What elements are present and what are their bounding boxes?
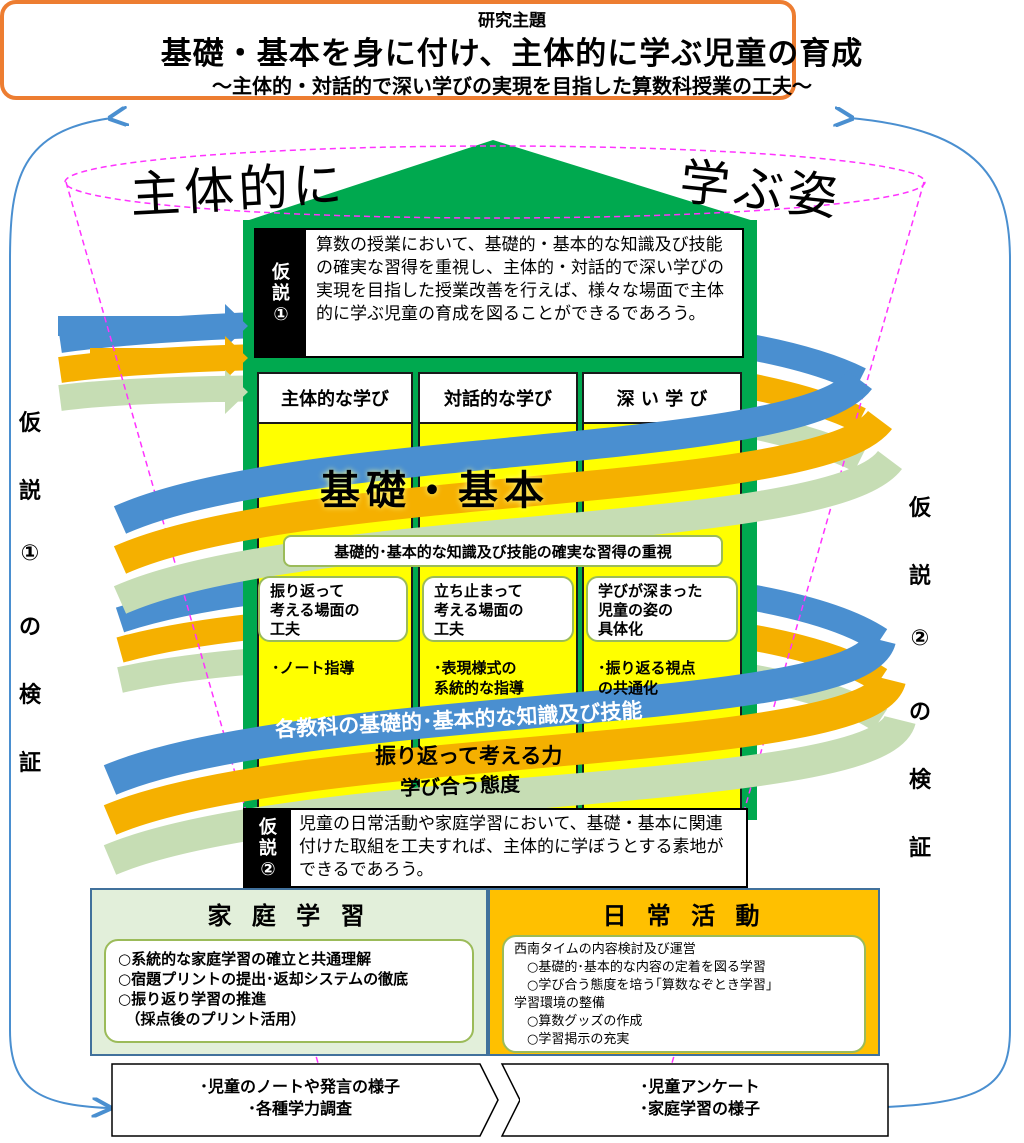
- house-roof: [243, 140, 757, 222]
- daily-activity-item: ○基礎的･基本的な内容の定着を図る学習: [514, 960, 766, 975]
- emphasis-banner: 基礎的･基本的な知識及び技能の確実な習得の重視: [283, 535, 723, 567]
- point-2-box: 立ち止まって 考える場面の 工夫: [422, 576, 574, 642]
- point-3-bullet: ･振り返る視点 の共通化: [598, 659, 696, 697]
- bottom-left-text: ･児童のノートや発言の様子･各種学力調査: [120, 1076, 480, 1120]
- point-1-bullet: ･ノート指導: [272, 659, 355, 677]
- entry-arrow-green: [120, 370, 248, 414]
- daily-activity-item: 学習環境の整備: [514, 996, 606, 1011]
- daily-activity-panel: 日 常 活 動 西南タイムの内容検討及び運営 ○基礎的･基本的な内容の定着を図る…: [488, 888, 880, 1056]
- ribbon-blue-front-1: [113, 369, 872, 534]
- column-2-header: 対話的な学び: [418, 372, 578, 424]
- daily-activity-item: 西南タイムの内容検討及び運営: [514, 942, 696, 957]
- ribbon-orange-front-1: [113, 409, 892, 574]
- ribbon-green-front-2: [103, 713, 916, 875]
- column-3-header: 深 い 学 び: [582, 372, 742, 424]
- daily-activity-item: ○学習掲示の充実: [514, 1032, 630, 1047]
- column-1-header: 主体的な学び: [257, 372, 413, 424]
- home-study-list: ○系統的な家庭学習の確立と共通理解 ○宿題プリントの提出･返却システムの徹底 ○…: [104, 939, 474, 1043]
- home-study-item: （採点後のプリント活用）: [118, 1010, 306, 1028]
- theme-box: 研究主題 基礎・基本を身に付け、主体的に学ぶ児童の育成 ～主体的・対話的で深い学…: [0, 0, 862, 100]
- point-2-bullet: ･表現様式の 系統的な指導: [434, 659, 525, 697]
- ribbon-label-orange: 振り返って考える力: [375, 744, 563, 768]
- home-study-title: 家 庭 学 習: [207, 902, 371, 930]
- ribbon-blue-front-2: [103, 633, 896, 795]
- ribbon-green-front-1: [113, 449, 902, 614]
- daily-activity-list: 西南タイムの内容検討及び運営 ○基礎的･基本的な内容の定着を図る学習 ○学び合う…: [502, 935, 866, 1053]
- bottom-right-text: ･児童アンケート･家庭学習の様子: [520, 1076, 880, 1120]
- theme-subtitle: ～主体的・対話的で深い学びの実現を目指した算数科授業の工夫～: [212, 74, 812, 98]
- point-1-box: 振り返って 考える場面の 工夫: [258, 576, 408, 642]
- daily-activity-item: ○学び合う態度を培う｢算数なぞとき学習｣: [514, 978, 773, 993]
- ribbon-orange-front-2: [103, 673, 906, 835]
- hypothesis-2-text: 児童の日常活動や家庭学習において、基礎・基本に関連付けた取組を工夫すれば、主体的…: [299, 814, 724, 880]
- daily-activity-title: 日 常 活 動: [602, 902, 766, 930]
- entry-arrow-blue: [58, 304, 248, 348]
- home-study-panel: 家 庭 学 習 ○系統的な家庭学習の確立と共通理解 ○宿題プリントの提出･返却シ…: [90, 888, 488, 1056]
- ribbon-label-green: 学び合う態度: [399, 771, 521, 801]
- point-3-box: 学びが深まった 児童の姿の 具体化: [586, 576, 738, 642]
- right-cycle-arrow: [850, 118, 1011, 1108]
- band-title: 基礎・基本: [320, 468, 550, 514]
- theme-title: 基礎・基本を身に付け、主体的に学ぶ児童の育成: [160, 36, 864, 72]
- funnel-ellipse: [64, 145, 926, 219]
- home-study-item: ○系統的な家庭学習の確立と共通理解: [118, 950, 372, 968]
- left-cycle-arrow: [9, 118, 112, 1108]
- hypothesis-1-text: 算数の授業において、基礎的・基本的な知識及び技能の確実な習得を重視し、主体的・対…: [316, 235, 724, 324]
- daily-activity-item: ○算数グッズの作成: [514, 1014, 643, 1029]
- home-study-item: ○振り返り学習の推進: [118, 990, 267, 1008]
- entry-arrow-orange: [90, 336, 248, 380]
- theme-label: 研究主題: [478, 11, 546, 31]
- home-study-item: ○宿題プリントの提出･返却システムの徹底: [118, 970, 409, 988]
